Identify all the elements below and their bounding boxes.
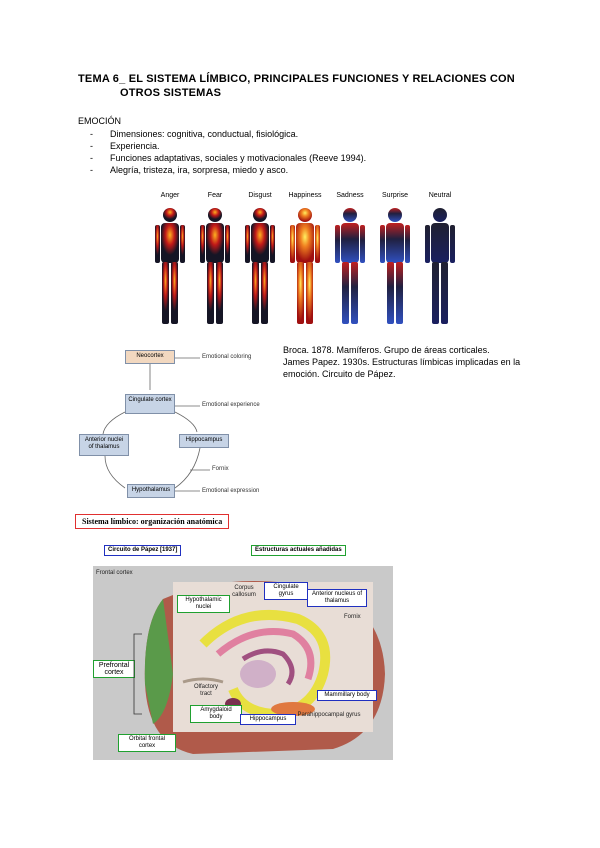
body-figure-sadness [335, 208, 365, 324]
hippocampus-box: Hippocampus [179, 434, 229, 448]
papez-circuit-diagram: Neocortex Emotional coloring Cingulate c… [75, 344, 280, 504]
emotion-label: Disgust [248, 192, 272, 199]
hippocampus-tag: Hippocampus [240, 714, 296, 725]
corpus-callosum-label: Corpus callosum [232, 585, 256, 598]
papez-arrows [102, 357, 210, 492]
prefrontal-bracket [133, 633, 142, 715]
emotional-expression-label: Emotional expression [202, 488, 260, 494]
hypothalamus-box: Hypothalamus [127, 484, 175, 498]
section-heading: EMOCIÓN [78, 116, 122, 126]
body-figure-fear [200, 208, 230, 324]
body-figure-anger [155, 208, 185, 324]
amygdaloid-body-tag: Amygdaloid body [190, 705, 242, 723]
body-figure-surprise [380, 208, 410, 324]
bullet-item: Experiencia. [90, 140, 366, 152]
hypothalamic-nuclei-tag: Hypothalamic nuclei [177, 595, 230, 613]
fornix-label: Fornix [344, 614, 361, 620]
mammillary-body-tag: Mammillary body [317, 690, 377, 701]
emotion-body-maps: Anger Fear Disgust Happiness Sadness Sur… [150, 192, 470, 332]
bullet-item: Alegría, tristeza, ira, sorpresa, miedo … [90, 164, 366, 176]
emotion-label: Fear [207, 192, 223, 199]
anatomy-title-box: Sistema límbico: organización anatómica [75, 514, 230, 529]
emotional-experience-label: Emotional experience [202, 402, 260, 408]
bullet-item: Dimensiones: cognitiva, conductual, fisi… [90, 128, 366, 140]
brain-drawing [93, 566, 393, 760]
parahippocampal-gyrus-label: Parahippocampal gyrus [297, 712, 361, 718]
emotional-coloring-label: Emotional coloring [202, 354, 252, 360]
anterior-nuclei-box: Anterior nuclei of thalamus [79, 434, 129, 456]
legend-actual-structures: Estructuras actuales añadidas [251, 545, 346, 556]
bullet-item: Funciones adaptativas, sociales y motiva… [90, 152, 366, 164]
page-title: TEMA 6_ EL SISTEMA LÍMBICO, PRINCIPALES … [78, 72, 515, 100]
body-figure-neutral [425, 208, 455, 324]
title-line-2: OTROS SISTEMAS [120, 87, 222, 99]
emotion-label: Anger [160, 192, 180, 199]
brain-illustration [93, 564, 393, 760]
legend-papez: Circuito de Pápez [1937] [104, 545, 182, 556]
note-line-2: James Papez. 1930s. Estructuras límbicas… [283, 357, 521, 379]
fornix-label: Fornix [212, 466, 229, 472]
emotion-label: Neutral [428, 192, 452, 199]
frontal-cortex-label: Frontal cortex [96, 570, 133, 576]
title-line-1: TEMA 6_ EL SISTEMA LÍMBICO, PRINCIPALES … [78, 73, 515, 85]
anterior-nucleus-tag: Anterior nucleus of thalamus [307, 589, 367, 607]
history-note: Broca. 1878. Mamíferos. Grupo de áreas c… [283, 344, 533, 380]
emotion-label: Sadness [336, 192, 364, 199]
orbital-frontal-cortex-tag: Orbital frontal cortex [118, 734, 176, 752]
bullet-list: Dimensiones: cognitiva, conductual, fisi… [90, 128, 366, 176]
emotion-label: Surprise [381, 192, 409, 199]
prefrontal-cortex-tag: Prefrontal cortex [93, 660, 135, 678]
emotion-label: Happiness [288, 192, 322, 199]
cingulate-box: Cingulate cortex [125, 394, 175, 414]
olfactory-tract-label: Olfactory tract [193, 684, 218, 697]
body-figure-happiness [290, 208, 320, 324]
note-line-1: Broca. 1878. Mamíferos. Grupo de áreas c… [283, 345, 490, 355]
body-figure-disgust [245, 208, 275, 324]
neocortex-box: Neocortex [125, 350, 175, 364]
cingulate-gyrus-tag: Cingulate gyrus [264, 582, 308, 600]
